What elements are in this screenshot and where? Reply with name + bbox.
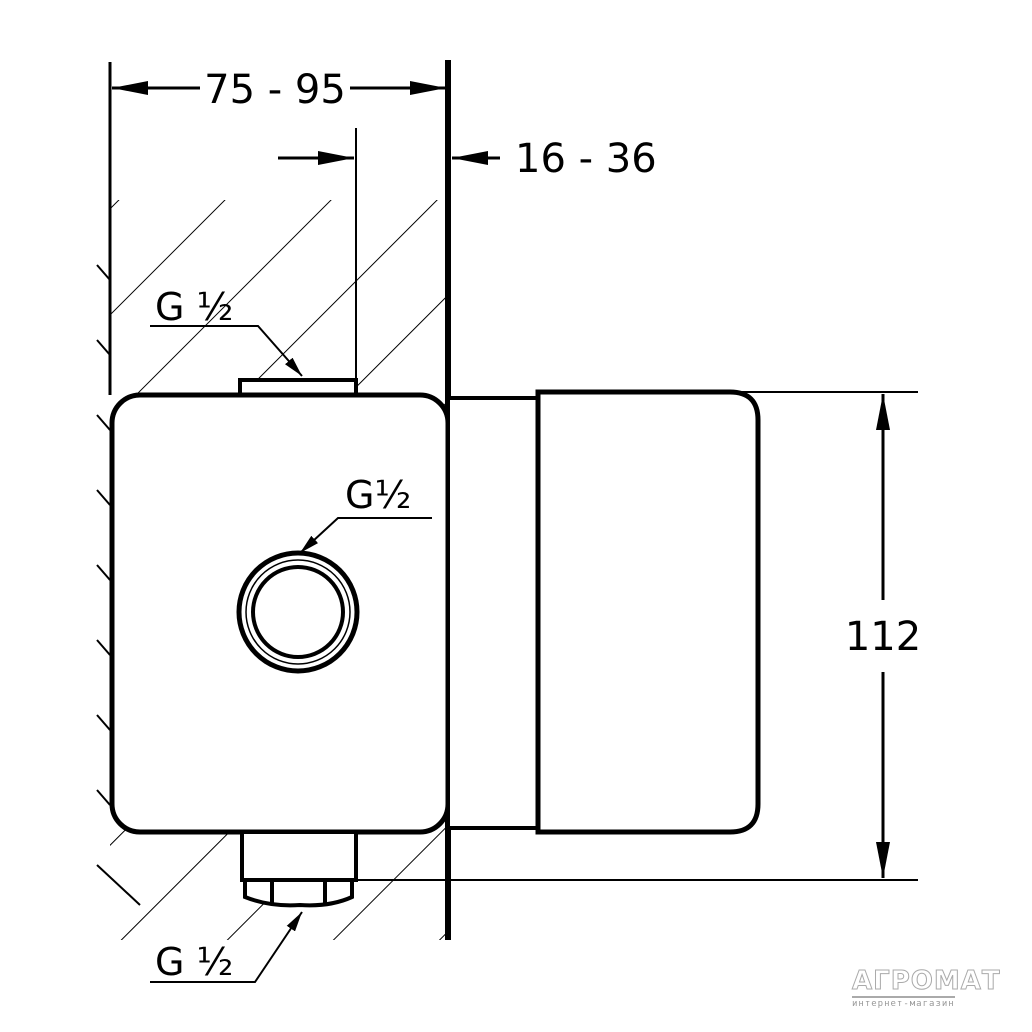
dimension-height: 112 <box>355 391 921 881</box>
wall-offset-label: 16 - 36 <box>515 136 657 182</box>
mixer-neck <box>446 396 542 830</box>
depth-label: 75 - 95 <box>204 67 346 113</box>
bottom-connection-label: G ½ <box>155 940 233 984</box>
height-label: 112 <box>845 614 921 660</box>
front-connection-label: G½ <box>345 473 411 517</box>
top-connection-label: G ½ <box>155 285 233 329</box>
mixer-cap <box>535 389 761 835</box>
front-connection-callout: G½ <box>299 473 432 554</box>
watermark-tagline: интернет-магазин <box>852 996 955 1009</box>
front-connection <box>236 550 360 674</box>
dimension-wall-offset: 16 - 36 <box>278 128 657 383</box>
bottom-connection-callout: G ½ <box>150 911 303 984</box>
bottom-connection-fitting <box>240 830 358 908</box>
top-connection-callout: G ½ <box>150 285 303 377</box>
watermark-brand: АГРОМАТ <box>852 966 1001 997</box>
dimension-depth: 75 - 95 <box>112 67 446 113</box>
